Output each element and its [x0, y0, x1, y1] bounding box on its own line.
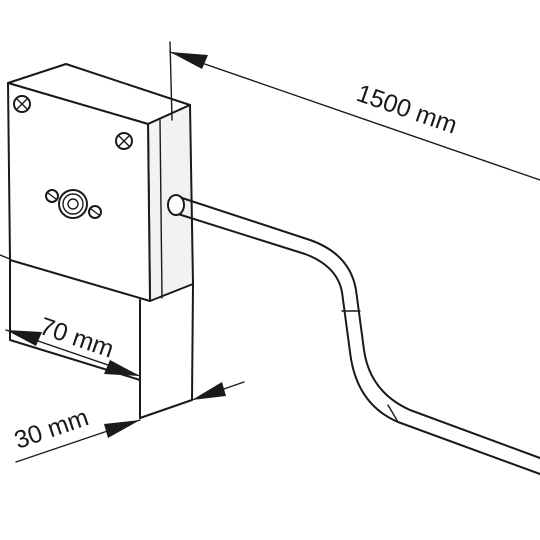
dimension-cable-length: 1500 mm	[169, 41, 540, 181]
screw-icon	[115, 132, 133, 150]
rotary-knob-icon	[45, 189, 102, 219]
screw-icon	[13, 95, 31, 113]
cable-ring	[387, 404, 399, 423]
box-side-edge	[159, 119, 163, 299]
cable	[167, 194, 540, 475]
box-width-label: 70 mm	[36, 312, 117, 363]
box-depth-label: 30 mm	[11, 403, 92, 454]
cable-length-label: 1500 mm	[353, 79, 461, 139]
junction-box	[7, 63, 194, 419]
dimension-box-depth: 30 mm	[11, 381, 245, 463]
cable-gland	[167, 194, 185, 216]
